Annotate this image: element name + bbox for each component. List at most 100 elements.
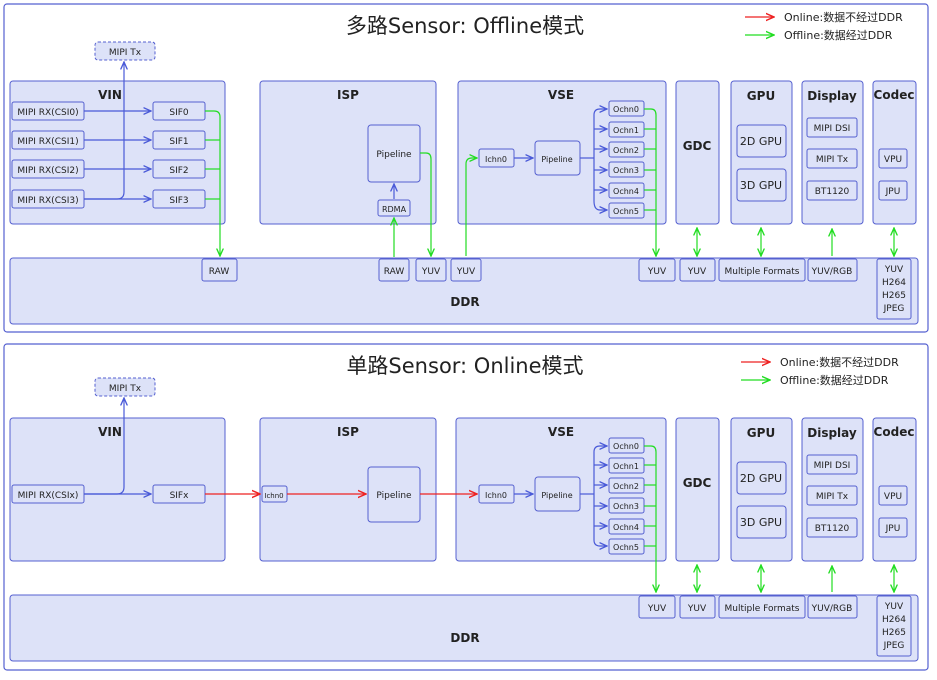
vin-title-2: VIN [98,425,122,439]
ddr-port-yuv-gdc-2 [679,595,716,619]
codec-vpu-label: VPU [884,155,902,165]
vin-blue-arrows [84,62,151,199]
display-mipi-tx-2-label: MIPI Tx [816,492,849,502]
mipi-tx-box-2 [94,377,156,397]
ddr-port-display-2-label: YUV/RGB [811,604,853,614]
codec-vpu [878,148,908,169]
ddr-port-codec-yuv: YUV [884,265,904,275]
mipi-tx-label: MIPI Tx [109,48,142,58]
ddr-port-yuv-isp-label: YUV [421,267,441,277]
vse-fanout-arrows-2 [580,446,607,546]
offline-panel: 多路Sensor: Offline模式 Online:数据不经过DDR Offl… [3,3,929,333]
ddr-port-gpu-formats-label: Multiple Formats [724,267,799,277]
vse-ichn0-2-label: Ichn0 [485,491,507,500]
ddr-port-yuv-vse-in-label: YUV [456,267,476,277]
ddr-port-codec-h265-2: H265 [882,628,906,638]
ddr-port-codec-jpeg: JPEG [883,304,905,314]
display-mipi-tx-label: MIPI Tx [816,155,849,165]
display-mipi-dsi-2-label: MIPI DSI [814,461,851,471]
codec-jpu-2 [878,517,908,538]
isp-title-2: ISP [337,425,359,439]
display-title-2: Display [807,426,857,440]
gpu-title: GPU [747,89,775,103]
vse-title: VSE [548,88,574,102]
sifx-label: SIFx [170,491,190,501]
legend-online-label: Online:数据不经过DDR [784,10,903,24]
isp-block-2 [259,417,437,562]
isp-pipeline-2-label: Pipeline [376,491,412,501]
gdc-title-2: GDC [683,476,712,490]
codec-vpu-2-label: VPU [884,492,902,502]
ddr-port-yuv-gdc-2-label: YUV [687,604,707,614]
vse-ichn0-label: Ichn0 [485,155,507,164]
ddr-port-yuv-vse-out-label: YUV [647,267,667,277]
ddr-to-vse-ichn-arrow [465,158,477,256]
display-bt1120 [806,180,858,201]
gpu-3d-2 [736,505,787,539]
gpu-3d-label: 3D GPU [740,179,782,192]
ochn5-2-label: Ochn5 [613,543,639,552]
display-title: Display [807,89,857,103]
vse-title-2: VSE [548,425,574,439]
display-mipi-dsi-2 [806,454,858,475]
display-mipi-tx [806,148,858,169]
codec-title: Codec [874,88,915,102]
vse-ochn-list: Ochn0 Ochn1 Ochn2 Ochn3 Ochn4 Ochn5 [608,100,645,219]
ochn2-2-label: Ochn2 [613,482,639,491]
vin-to-ddr-green [205,110,220,256]
ochn3-2-label: Ochn3 [613,502,639,511]
ddr-port-display [807,258,858,282]
ddr-title: DDR [450,295,479,309]
ddr-port-yuv-vse-out-2 [638,595,676,619]
mipi-rx-csix-label: MIPI RX(CSIx) [18,491,79,501]
ddr-port-yuv-vse-out-2-label: YUV [647,604,667,614]
codec-title-2: Codec [874,425,915,439]
ochn5-label: Ochn5 [613,207,639,216]
gpu-3d-2-label: 3D GPU [740,516,782,529]
ddr-port-raw-isp-label: RAW [384,267,405,277]
display-bt1120-2 [806,517,858,538]
vse-pipeline-2-label: Pipeline [541,491,572,500]
ddr-port-yuv-isp [415,258,447,282]
gpu-title-2: GPU [747,426,775,440]
ochn0-2-label: Ochn0 [613,442,639,451]
gpu-2d-2 [736,461,787,495]
gdc-block-2 [675,417,720,562]
ddr-port-codec-h264-2: H264 [882,615,906,625]
codec-jpu-label: JPU [885,187,901,197]
ochn1-label: Ochn1 [613,126,639,135]
mipi-rx-csi2-label: MIPI RX(CSI2) [17,166,78,176]
online-panel: 单路Sensor: Online模式 Online:数据不经过DDR Offli… [3,343,929,671]
ddr-port-codec-h265: H265 [882,291,906,301]
vin-title: VIN [98,88,122,102]
sif3-label: SIF3 [169,196,188,206]
gpu-2d-label: 2D GPU [740,135,782,148]
vse-ochn-list-2: Ochn0 Ochn1 Ochn2 Ochn3 Ochn4 Ochn5 [608,437,645,555]
ddr-port-raw-vin-label: RAW [209,267,230,277]
ddr-title-2: DDR [450,631,479,645]
mipi-tx-box [94,41,156,61]
vse-pipeline-label: Pipeline [541,155,572,164]
ddr-port-display-2 [807,595,858,619]
vse-fanout-arrows [580,109,607,210]
ddr-port-yuv-gdc [679,258,716,282]
legend-offline-label-2: Offline:数据经过DDR [780,373,889,387]
vse-to-ddr-green-2 [644,445,656,592]
isp-rdma [377,199,411,217]
isp-to-ddr-yuv-arrow [420,152,431,256]
offline-panel-title: 多路Sensor: Offline模式 [346,14,584,38]
display-bt1120-label: BT1120 [815,187,850,197]
gpu-2d-2-label: 2D GPU [740,472,782,485]
isp-pipeline-label: Pipeline [376,150,412,160]
display-bt1120-2-label: BT1120 [815,524,850,534]
legend-online-label-2: Online:数据不经过DDR [780,355,899,369]
isp-title: ISP [337,88,359,102]
gpu-3d [736,168,787,202]
ddr-port-codec [876,258,912,320]
ochn0-label: Ochn0 [613,105,639,114]
ddr-port-gpu-formats-2 [718,595,806,619]
display-mipi-dsi [806,117,858,138]
ddr-port-yuv-vse-out [638,258,676,282]
mipi-rx-csi3-label: MIPI RX(CSI3) [17,196,78,206]
vse-to-ddr-green [644,108,656,256]
